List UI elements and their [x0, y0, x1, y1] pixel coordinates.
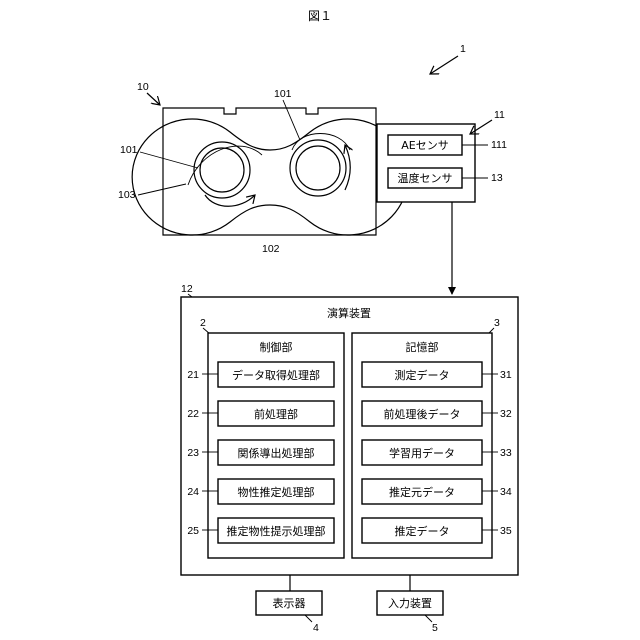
control-item-ref: 24	[187, 486, 199, 498]
ref-screw-left-leader	[140, 152, 198, 168]
ref-display-device-leader	[305, 615, 312, 622]
storage-item-ref: 31	[500, 369, 512, 381]
storage-item-ref: 33	[500, 447, 512, 459]
ref-display-device: 4	[313, 622, 319, 634]
ref-material-leader	[138, 184, 186, 195]
ref-input-device-leader	[425, 615, 432, 622]
ref-system: 1	[460, 43, 466, 55]
storage-item-label: 推定データ	[395, 524, 450, 538]
storage-item-label: 測定データ	[395, 368, 450, 382]
storage-item-label: 推定元データ	[389, 485, 455, 499]
display-device-label: 表示器	[273, 596, 306, 610]
control-item-label: 関係導出処理部	[238, 446, 315, 460]
ref-control-unit: 2	[200, 317, 206, 329]
extruder-housing	[132, 108, 408, 235]
ref-temp-sensor: 13	[491, 172, 503, 184]
temp-sensor-label: 温度センサ	[398, 171, 453, 185]
ref-screw-right-leader	[283, 100, 300, 140]
figure-title: 図１	[308, 9, 332, 23]
control-item-ref: 22	[187, 408, 199, 420]
ref-computing-device: 12	[181, 283, 193, 295]
storage-unit-title: 記憶部	[406, 340, 439, 354]
ref-screw-left: 101	[120, 144, 138, 156]
control-item-label: データ取得処理部	[232, 368, 320, 382]
control-item-label: 前処理部	[254, 407, 298, 421]
ref-material: 103	[118, 189, 136, 201]
ref-sensor-unit: 11	[494, 109, 505, 121]
ref-storage-unit: 3	[494, 317, 500, 329]
storage-item-ref: 32	[500, 408, 512, 420]
ref-extruder-body: 10	[137, 81, 149, 93]
control-item-label: 推定物性提示処理部	[227, 524, 326, 538]
control-item-label: 物性推定処理部	[238, 485, 315, 499]
storage-item-ref: 34	[500, 486, 512, 498]
control-item-ref: 23	[187, 447, 199, 459]
computing-device-title: 演算装置	[327, 306, 371, 320]
control-unit-title: 制御部	[260, 340, 293, 354]
screw-left	[188, 142, 262, 206]
control-item-ref: 25	[187, 525, 199, 537]
ref-input-device: 5	[432, 622, 438, 634]
screw-right	[290, 134, 350, 197]
storage-item-label: 学習用データ	[389, 446, 455, 460]
ref-ae-sensor: 111	[491, 139, 507, 151]
ae-sensor-label: AEセンサ	[401, 139, 448, 152]
ref-extruder-body-arrow	[147, 93, 160, 105]
ref-screw-right: 101	[274, 88, 292, 100]
ref-barrel: 102	[262, 243, 280, 255]
ref-system-arrow	[430, 56, 458, 74]
input-device-label: 入力装置	[388, 597, 432, 610]
storage-item-ref: 35	[500, 525, 512, 537]
control-item-ref: 21	[187, 369, 199, 381]
storage-item-label: 前処理後データ	[384, 407, 461, 421]
